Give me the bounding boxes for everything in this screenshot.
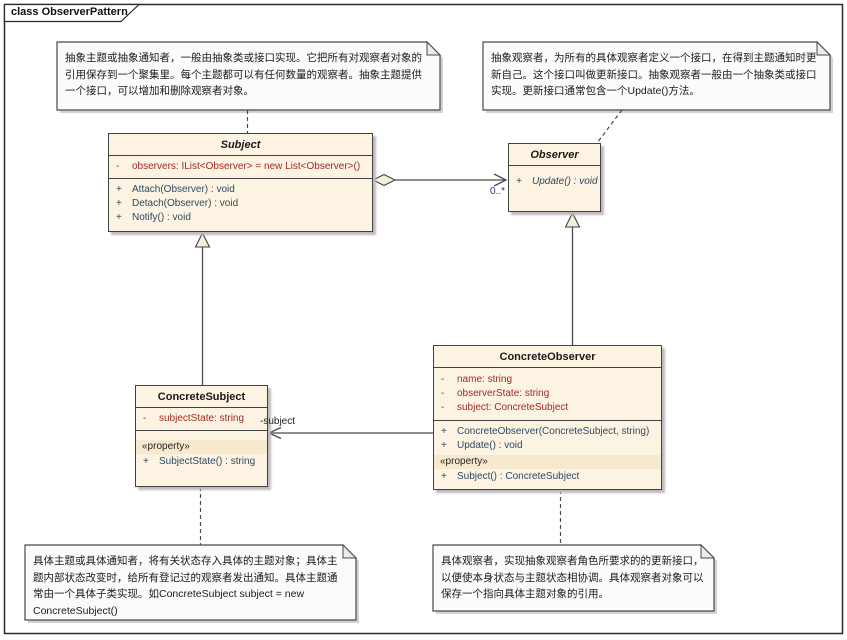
attribute-row: - name: string	[434, 373, 661, 387]
operations-compartment: + ConcreteObserver(ConcreteSubject, stri…	[434, 421, 661, 488]
attributes-compartment: - observers: IList<Observer> = new List<…	[109, 156, 372, 179]
visibility-marker: +	[441, 471, 447, 482]
visibility-marker: -	[441, 388, 445, 399]
class-observer-name: Observer	[509, 144, 600, 166]
operation-text: Update() : void	[532, 176, 598, 187]
operations-compartment: + Update() : void	[509, 166, 600, 193]
generalization-triangle-icon	[194, 231, 211, 248]
association-connector	[267, 426, 433, 440]
note-fold-icon	[700, 543, 716, 559]
operation-row: + SubjectState() : string	[136, 455, 267, 469]
attribute-row: - subjectState: string	[136, 412, 267, 426]
property-stereotype-label: «property»	[434, 455, 661, 469]
note-fold-icon	[342, 543, 358, 559]
note-top-right-text: 抽象观察者，为所有的具体观察者定义一个接口，在得到主题通知时更新自己。这个接口叫…	[491, 52, 817, 97]
aggregation-diamond-icon	[371, 173, 397, 187]
note-fold-icon	[426, 40, 442, 56]
multiplicity-label: 0..*	[490, 186, 506, 197]
operation-text: ConcreteObserver(ConcreteSubject, string…	[457, 426, 650, 437]
note-body	[56, 41, 441, 111]
class-concrete-subject: ConcreteSubject - subjectState: string «…	[135, 385, 268, 487]
note-body	[432, 544, 715, 612]
note-link-top-right	[596, 109, 623, 144]
operation-row: + Update() : void	[434, 439, 661, 453]
attribute-text: subject: ConcreteSubject	[457, 402, 569, 413]
visibility-marker: +	[116, 198, 122, 209]
generalization-connector-right	[564, 211, 581, 345]
visibility-marker: +	[143, 456, 149, 467]
visibility-marker: +	[441, 440, 447, 451]
diagram-frame-border	[3, 3, 844, 635]
note-bottom-right-shape	[432, 543, 717, 614]
frame-label-tab	[3, 3, 141, 23]
open-arrowhead-icon	[493, 173, 508, 187]
open-arrowhead-icon	[267, 426, 282, 440]
association-role-label: -subject	[260, 416, 296, 427]
operation-row: + ConcreteObserver(ConcreteSubject, stri…	[434, 425, 661, 439]
note-bottom-left-shape	[24, 543, 359, 623]
generalization-connector-left	[194, 231, 211, 385]
operation-row: + Update() : void	[509, 175, 600, 189]
attribute-row: - subject: ConcreteSubject	[434, 401, 661, 415]
operation-text: Notify() : void	[132, 212, 191, 223]
visibility-marker: +	[116, 184, 122, 195]
operations-compartment: + Attach(Observer) : void + Detach(Obser…	[109, 179, 372, 229]
attributes-compartment: - subjectState: string	[136, 408, 267, 431]
operation-text: Attach(Observer) : void	[132, 184, 235, 195]
note-top-left-text: 抽象主题或抽象通知者，一般由抽象类或接口实现。它把所有对观察者对象的引用保存到一…	[65, 52, 422, 97]
note-fold-icon	[816, 40, 832, 56]
operation-row: + Notify() : void	[109, 211, 372, 225]
attribute-text: observers: IList<Observer> = new List<Ob…	[132, 161, 361, 172]
visibility-marker: -	[143, 413, 147, 424]
note-top-right-shape	[482, 40, 833, 113]
frame-title: class ObserverPattern	[11, 6, 128, 18]
class-concrete-subject-name: ConcreteSubject	[136, 386, 267, 408]
visibility-marker: -	[441, 402, 445, 413]
note-body	[482, 41, 831, 111]
attribute-text: name: string	[457, 374, 513, 385]
operations-compartment: «property» + SubjectState() : string	[136, 431, 267, 473]
class-concrete-observer: ConcreteObserver - name: string - observ…	[433, 345, 662, 490]
note-bottom-left-text: 具体主题或具体通知者，将有关状态存入具体的主题对象；具体主题内部状态改变时，给所…	[33, 555, 338, 617]
visibility-marker: +	[116, 212, 122, 223]
attribute-row: - observers: IList<Observer> = new List<…	[109, 160, 372, 174]
class-subject: Subject - observers: IList<Observer> = n…	[108, 133, 373, 232]
class-observer: Observer + Update() : void	[508, 143, 601, 212]
operation-row: + Subject() : ConcreteSubject	[434, 470, 661, 484]
visibility-marker: +	[516, 176, 522, 187]
generalization-triangle-icon	[564, 211, 581, 228]
operation-text: Update() : void	[457, 440, 523, 451]
visibility-marker: -	[441, 374, 445, 385]
aggregation-connector	[371, 173, 508, 187]
operation-text: Subject() : ConcreteSubject	[457, 471, 580, 482]
visibility-marker: +	[441, 426, 447, 437]
operation-row: + Attach(Observer) : void	[109, 183, 372, 197]
operation-row: + Detach(Observer) : void	[109, 197, 372, 211]
visibility-marker: -	[116, 161, 120, 172]
attribute-text: subjectState: string	[159, 413, 245, 424]
note-body	[24, 544, 357, 621]
operation-text: Detach(Observer) : void	[132, 198, 239, 209]
class-subject-name: Subject	[109, 134, 372, 156]
class-concrete-observer-name: ConcreteObserver	[434, 346, 661, 368]
note-top-left-shape	[56, 40, 443, 113]
note-bottom-right-text: 具体观察者，实现抽象观察者角色所要求的的更新接口，以便使本身状态与主题状态相协调…	[441, 555, 704, 600]
attribute-text: observerState: string	[457, 388, 550, 399]
attributes-compartment: - name: string - observerState: string -…	[434, 368, 661, 421]
attribute-row: - observerState: string	[434, 387, 661, 401]
property-stereotype-label: «property»	[136, 440, 267, 454]
operation-text: SubjectState() : string	[159, 456, 256, 467]
